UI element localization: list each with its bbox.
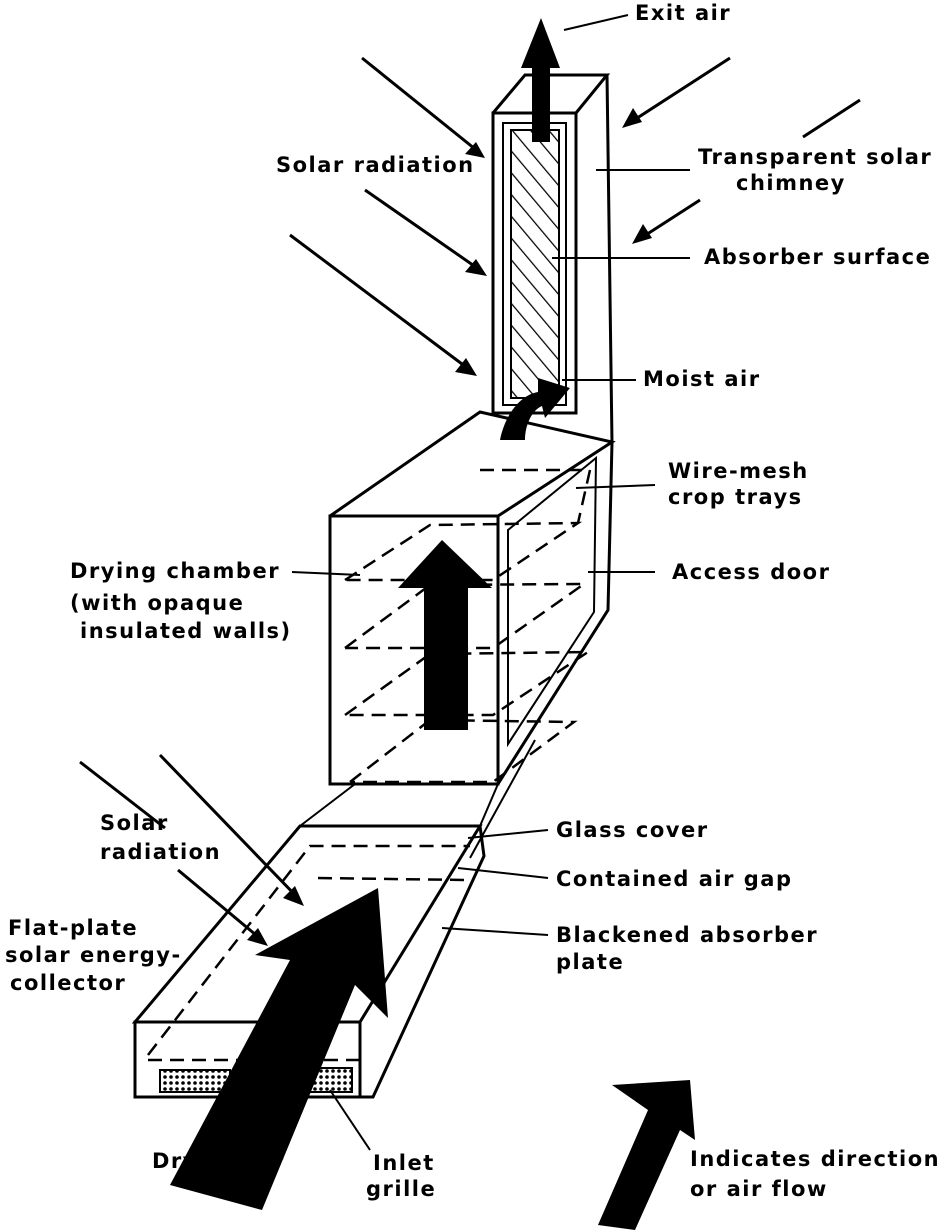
label-drying-chamber-3: insulated walls) [80, 619, 292, 643]
label-blackened-absorber-1: Blackened absorber [556, 923, 818, 947]
label-moist-air: Moist air [643, 367, 761, 391]
labels: Exit air Solar radiation Transparent sol… [5, 1, 940, 1201]
label-wire-mesh-2: crop trays [668, 485, 803, 509]
solar-radiation-rays-bottom [79, 753, 304, 946]
label-transparent-chimney-1: Transparent solar [698, 145, 932, 169]
label-legend-1: Indicates direction [690, 1147, 940, 1171]
label-flat-plate-2: solar energy- [5, 943, 182, 967]
label-wire-mesh-1: Wire-mesh [668, 459, 809, 483]
leader-lines [291, 14, 690, 1151]
label-drying-chamber-2: (with opaque [70, 591, 244, 615]
label-inlet-grille-1: Inlet [373, 1151, 435, 1175]
label-exit-air: Exit air [635, 1, 731, 25]
drying-air-arrow [170, 888, 388, 1210]
label-flat-plate-3: collector [10, 971, 126, 995]
moist-air-arrow [500, 378, 570, 440]
absorber-surface-hatch [510, 129, 560, 399]
label-absorber-surface: Absorber surface [704, 245, 931, 269]
drying-chamber [328, 410, 616, 786]
label-access-door: Access door [672, 560, 830, 584]
label-solar-radiation-bottom-1: Solar [100, 811, 169, 835]
label-transparent-chimney-2: chimney [736, 171, 846, 195]
label-drying-chamber-1: Drying chamber [70, 559, 280, 583]
label-glass-cover: Glass cover [556, 818, 709, 842]
label-blackened-absorber-2: plate [556, 950, 624, 974]
solar-radiation-rays-top [289, 56, 861, 376]
label-contained-air-gap: Contained air gap [556, 867, 793, 891]
flat-plate-collector [131, 739, 536, 1099]
label-drying-air: Drying air [152, 1149, 285, 1173]
chamber-airflow-arrow [398, 540, 492, 730]
label-solar-radiation-top: Solar radiation [276, 153, 475, 177]
legend-arrow-icon [598, 1080, 695, 1230]
label-flat-plate-1: Flat-plate [8, 916, 138, 940]
exit-air-arrow [521, 18, 560, 142]
label-solar-radiation-bottom-2: radiation [100, 840, 221, 864]
label-inlet-grille-2: grille [366, 1177, 436, 1201]
label-legend-2: or air flow [690, 1177, 828, 1201]
